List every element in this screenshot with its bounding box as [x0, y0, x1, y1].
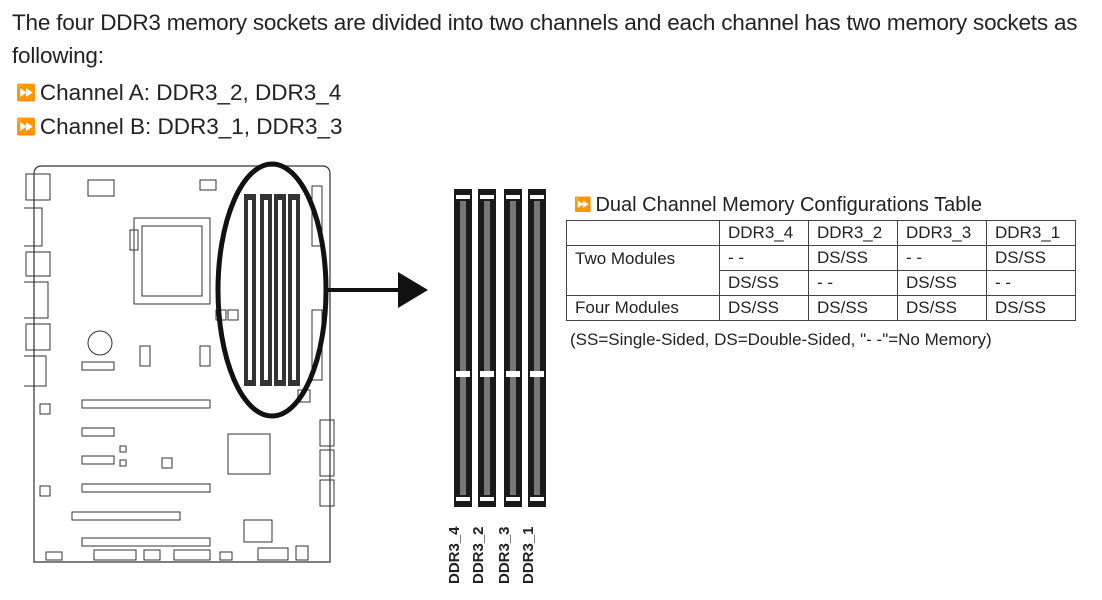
- channel-a-text: Channel A: DDR3_2, DDR3_4: [39, 80, 342, 105]
- dimm-slots-diagram: [454, 189, 546, 507]
- table-cell: - -: [808, 270, 898, 296]
- double-arrow-icon: ⏩: [16, 85, 36, 102]
- memory-config-table: DDR3_4 DDR3_2 DDR3_3 DDR3_1 Two Modules …: [566, 220, 1076, 321]
- row-label: Two Modules: [566, 245, 720, 296]
- channel-b-item: ⏩Channel B: DDR3_1, DDR3_3: [16, 112, 343, 145]
- table-cell: DS/SS: [986, 245, 1076, 271]
- double-arrow-icon: ⏩: [16, 119, 36, 136]
- table-cell: DS/SS: [808, 245, 898, 271]
- slot-label-ddr3-2: DDR3_2: [470, 526, 487, 584]
- table-corner-cell: [566, 220, 720, 246]
- slot-label-ddr3-3: DDR3_3: [496, 526, 513, 584]
- table-title: ⏩Dual Channel Memory Configurations Tabl…: [574, 194, 982, 217]
- table-header-row: DDR3_4 DDR3_2 DDR3_3 DDR3_1: [566, 220, 1076, 246]
- channel-b-text: Channel B: DDR3_1, DDR3_3: [39, 114, 343, 139]
- double-arrow-icon: ⏩: [574, 196, 592, 212]
- channel-a-item: ⏩Channel A: DDR3_2, DDR3_4: [16, 78, 341, 111]
- table-cell: DS/SS: [719, 295, 809, 321]
- table-cell: - -: [986, 270, 1076, 296]
- slot-label-ddr3-1: DDR3_1: [520, 526, 537, 584]
- table-row: DS/SS - - DS/SS - -: [567, 270, 1076, 296]
- table-title-text: Dual Channel Memory Configurations Table: [595, 194, 982, 216]
- motherboard-diagram: [24, 161, 428, 563]
- header-cell: DDR3_3: [897, 220, 987, 246]
- table-cell: DS/SS: [808, 295, 898, 321]
- header-cell: DDR3_4: [719, 220, 809, 246]
- table-cell: - -: [719, 245, 809, 271]
- table-cell: DS/SS: [897, 295, 987, 321]
- header-cell: DDR3_2: [808, 220, 898, 246]
- table-cell: DS/SS: [897, 270, 987, 296]
- slot-label-ddr3-4: DDR3_4: [446, 526, 463, 584]
- row-label: Four Modules: [566, 295, 720, 321]
- header-cell: DDR3_1: [986, 220, 1076, 246]
- intro-paragraph: The four DDR3 memory sockets are divided…: [12, 10, 1078, 68]
- table-cell: - -: [897, 245, 987, 271]
- table-row: Two Modules - - DS/SS - - DS/SS: [566, 245, 1076, 296]
- table-cell: DS/SS: [719, 270, 809, 296]
- table-note: (SS=Single-Sided, DS=Double-Sided, "- -"…: [570, 330, 992, 349]
- table-row: Four Modules DS/SS DS/SS DS/SS DS/SS: [566, 295, 1076, 321]
- table-cell: DS/SS: [986, 295, 1076, 321]
